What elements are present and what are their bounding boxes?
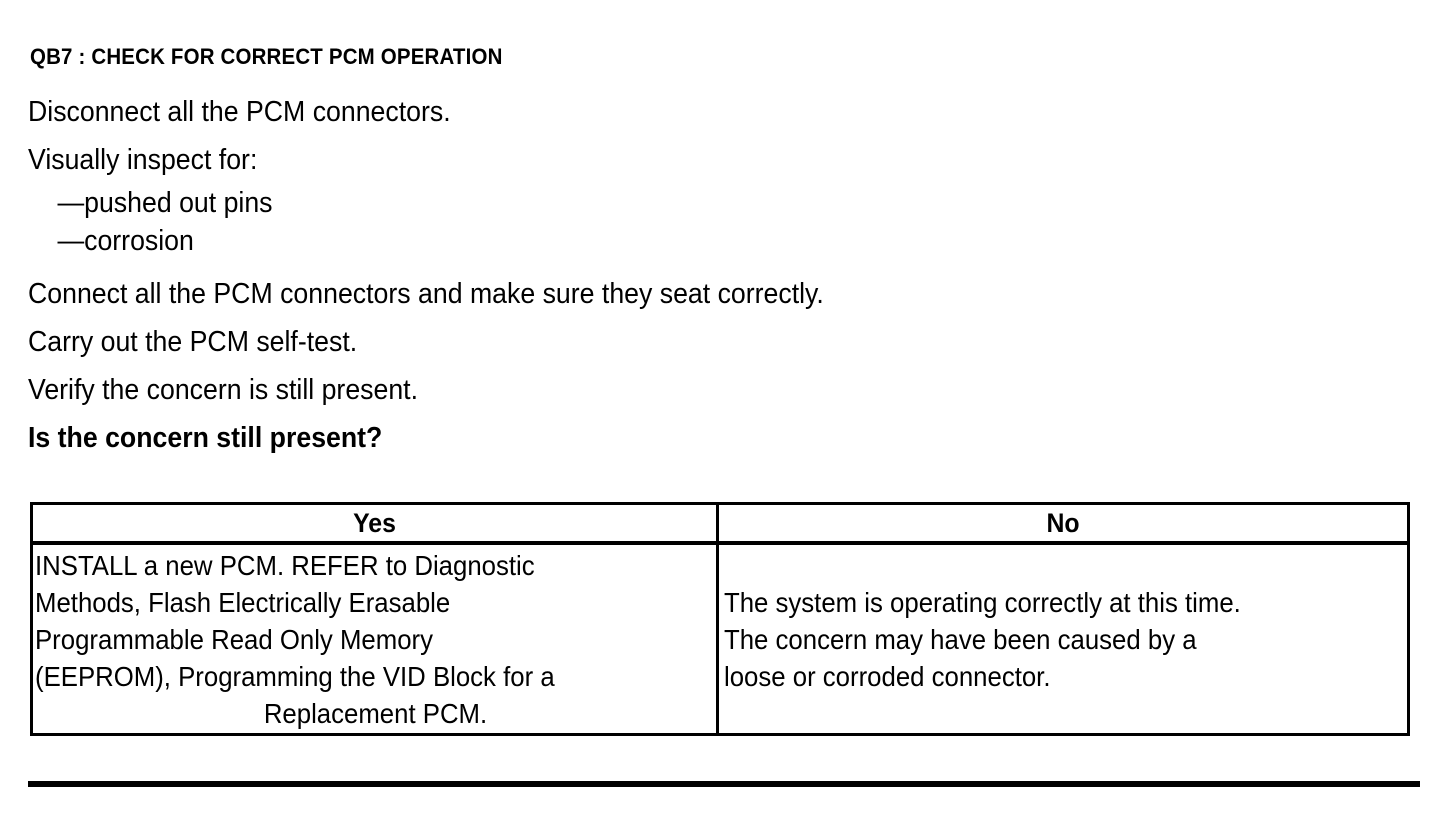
decision-question: Is the concern still present? bbox=[28, 422, 383, 454]
decision-table: Yes No INSTALL a new PCM. REFER to Diagn… bbox=[30, 502, 1410, 736]
procedure-steps: Disconnect all the PCM connectors. Visua… bbox=[28, 88, 1428, 462]
column-header-yes: Yes bbox=[30, 502, 719, 545]
cell-line: Replacement PCM. bbox=[263, 697, 488, 729]
procedure-line: Verify the concern is still present. bbox=[28, 374, 419, 406]
section-divider-rule bbox=[28, 781, 1420, 787]
procedure-line: Disconnect all the PCM connectors. bbox=[28, 96, 451, 128]
table-row: INSTALL a new PCM. REFER to Diagnostic M… bbox=[30, 541, 1410, 736]
cell-line: (EEPROM), Programming the VID Block for … bbox=[35, 660, 555, 692]
column-header-yes-label: Yes bbox=[353, 507, 396, 538]
procedure-bullet: —pushed out pins bbox=[57, 187, 273, 219]
cell-line: Programmable Read Only Memory bbox=[35, 623, 433, 655]
cell-line: The system is operating correctly at thi… bbox=[724, 586, 1241, 618]
procedure-line: Visually inspect for: bbox=[28, 144, 258, 176]
cell-line: Methods, Flash Electrically Erasable bbox=[35, 586, 451, 618]
cell-line: The concern may have been caused by a bbox=[724, 623, 1197, 655]
column-header-no-label: No bbox=[1046, 507, 1080, 538]
procedure-bullet: —corrosion bbox=[57, 225, 194, 257]
decision-cell-yes: INSTALL a new PCM. REFER to Diagnostic M… bbox=[30, 541, 719, 736]
page-title: QB7 : CHECK FOR CORRECT PCM OPERATION bbox=[30, 44, 503, 69]
table-header-row: Yes No bbox=[30, 502, 1410, 545]
procedure-line: Carry out the PCM self-test. bbox=[28, 326, 358, 358]
procedure-line: Connect all the PCM connectors and make … bbox=[28, 278, 824, 310]
decision-cell-no-text: The system is operating correctly at thi… bbox=[719, 584, 1407, 695]
cell-line: loose or corroded connector. bbox=[724, 660, 1051, 692]
cell-line: INSTALL a new PCM. REFER to Diagnostic bbox=[35, 549, 535, 581]
decision-cell-yes-text: INSTALL a new PCM. REFER to Diagnostic M… bbox=[33, 547, 716, 732]
decision-cell-no: The system is operating correctly at thi… bbox=[716, 541, 1410, 736]
column-header-no: No bbox=[716, 502, 1410, 545]
